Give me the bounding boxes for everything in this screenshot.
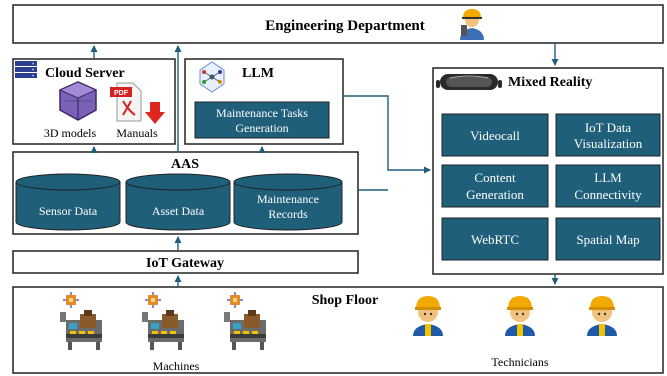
asset-data-label: Asset Data <box>152 204 205 218</box>
iot-data-visualization-label-line2: Visualization <box>574 136 643 151</box>
aas-title: AAS <box>171 157 199 172</box>
maintenance-records-database <box>233 173 343 231</box>
content-generation-label-line1: Content <box>474 170 516 185</box>
maintenance-records-label-line2: Records <box>268 207 308 221</box>
webrtc-label: WebRTC <box>471 232 519 247</box>
videocall-label: Videocall <box>470 128 520 143</box>
models-3d-label: 3D models <box>44 126 97 140</box>
connector-arrows <box>90 43 559 287</box>
llm-title: LLM <box>242 66 274 81</box>
iot-gateway-box <box>12 250 359 274</box>
engineering-department-title: Engineering Department <box>265 18 425 34</box>
pdf-manual-icon <box>110 82 165 124</box>
cloud-server-title: Cloud Server <box>45 66 125 81</box>
llm-connectivity-tile <box>555 164 661 208</box>
server-icon <box>15 61 37 78</box>
maintenance-tasks-label-line1: Maintenance Tasks <box>216 106 308 120</box>
arrow-llm-to-mr <box>343 95 431 174</box>
maintenance-tasks-label-line2: Generation <box>235 121 288 135</box>
maintenance-tasks-generation-block <box>194 101 330 139</box>
cube-3d-icon <box>58 81 98 121</box>
iot-data-visualization-label-line1: IoT Data <box>585 120 632 135</box>
shop-floor-box <box>12 286 664 374</box>
maintenance-records-label-line1: Maintenance <box>257 192 319 206</box>
technicians-label: Technicians <box>491 355 548 369</box>
headset-icon <box>436 74 502 90</box>
shop-floor-title: Shop Floor <box>312 293 379 308</box>
spatial-map-label: Spatial Map <box>576 232 639 247</box>
pdf-badge: PDF <box>114 90 129 97</box>
webrtc-tile <box>441 217 549 261</box>
spatial-map-tile <box>555 217 661 261</box>
sensor-data-database <box>15 173 121 231</box>
mixed-reality-title: Mixed Reality <box>508 75 592 90</box>
llm-connectivity-label-line1: LLM <box>594 170 622 185</box>
engineer-icon <box>460 9 484 40</box>
machines-label: Machines <box>153 359 200 373</box>
asset-data-database <box>125 173 231 231</box>
sensor-data-label: Sensor Data <box>39 204 98 218</box>
content-generation-label-line2: Generation <box>466 187 524 202</box>
engineering-department-box <box>12 4 664 44</box>
content-generation-tile <box>441 164 549 208</box>
iot-gateway-title: IoT Gateway <box>146 256 224 271</box>
videocall-tile <box>441 113 549 157</box>
neural-network-icon <box>199 61 225 93</box>
iot-data-visualization-tile <box>555 113 661 157</box>
manuals-label: Manuals <box>116 126 158 140</box>
llm-connectivity-label-line2: Connectivity <box>574 187 642 202</box>
